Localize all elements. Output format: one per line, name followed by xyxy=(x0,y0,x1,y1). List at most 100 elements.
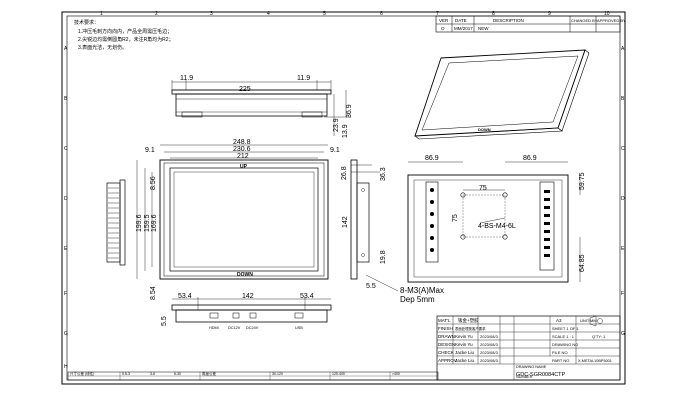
top-view: 11.9 225 11.9 36.9 23.9 13.9 xyxy=(171,75,353,138)
tb-name: Jacke Liu xyxy=(455,350,475,355)
bracket xyxy=(181,111,203,118)
tb-qty: Q'TY: 1 xyxy=(592,334,606,339)
dim-label: 26.8 xyxy=(341,166,348,180)
side-bracket xyxy=(356,182,370,263)
usb-port xyxy=(294,312,304,319)
down-label: DOWN xyxy=(478,127,491,132)
vesa-hole xyxy=(460,192,466,198)
dim-label: 86.9 xyxy=(523,155,537,162)
tb-number-label: NUMBER xyxy=(516,375,533,379)
note-item: 3.表面光洁，无划伤。 xyxy=(78,44,127,51)
zone-number: 1 xyxy=(100,11,103,17)
dc24v-port xyxy=(249,312,257,319)
tb-date: 2023/08/3 xyxy=(480,358,499,363)
revision-header: DESCRIPTION xyxy=(493,18,524,23)
dim-label: 75 xyxy=(452,214,459,222)
revision-header: CHANGED BY xyxy=(571,18,598,23)
tb-scale: SCALE 1 : 1 xyxy=(552,334,575,339)
top-view-body xyxy=(175,93,328,117)
note-item: 2.尖锐边均需倒圆角R2，未注R角均为R2； xyxy=(78,36,174,43)
revision-header: DATE xyxy=(455,18,467,23)
zone-number: 8 xyxy=(492,11,495,17)
tolerance-group: 6-30 xyxy=(174,372,181,376)
isometric-view: DOWN xyxy=(414,49,590,140)
zone-number: 6 xyxy=(380,11,383,17)
dim-label: 11.9 xyxy=(180,75,193,82)
revision-cell: NEW xyxy=(478,26,489,31)
zone-letter: B xyxy=(621,96,625,102)
zone-letter: F xyxy=(64,291,67,297)
inner-frame xyxy=(66,15,621,381)
dim-label: 159.5 xyxy=(144,214,151,232)
tolerance-group: 120-400 xyxy=(332,372,345,376)
port-label: DC24V xyxy=(246,326,259,330)
up-label: UP xyxy=(240,164,248,170)
dim-label: 53.4 xyxy=(300,293,314,300)
matl-label: MAT'L xyxy=(438,318,451,323)
tb-role: APPROV xyxy=(438,358,457,363)
dim-label: 13.9 xyxy=(342,124,349,138)
tb-name: 表面处理按客户要求 xyxy=(455,326,486,331)
dim-label: 5.5 xyxy=(366,283,376,290)
dc12v-port xyxy=(232,312,240,319)
bottom-view-body xyxy=(175,309,328,323)
tb-name: Kevin Yu xyxy=(455,342,473,347)
revision-cell: MM/2017 xyxy=(454,26,473,31)
down-label: DOWN xyxy=(237,272,253,278)
tolerance-table: 尺寸公差 (线性) 角度公差 0.5-3 3-6 6-30 30-120 120… xyxy=(67,371,439,381)
revision-cell: O xyxy=(441,26,445,31)
zone-number: 7 xyxy=(436,11,439,17)
right-io-bracket xyxy=(539,181,555,271)
front-bezel-outer xyxy=(159,159,329,280)
tb-date: 2023/08/3 xyxy=(480,342,499,347)
title-block: MAT'L 钣金+塑胶 FINISH 表面处理按客户要求 DRAWN Kevin… xyxy=(436,315,621,381)
zone-letter: A xyxy=(64,46,68,52)
tolerance-group: 0.5-3 xyxy=(122,372,130,376)
dim-label: 36.9 xyxy=(346,104,353,118)
tolerance-header: 尺寸公差 (线性) xyxy=(70,371,94,376)
dim-label: 36.3 xyxy=(380,167,387,181)
bottom-view: HDMI DC12V DC24V USB 53.4 142 53.4 5.5 xyxy=(161,293,332,330)
tb-name: Kevin Yu xyxy=(455,334,473,339)
holes-callout: 4-BS-M4-6L xyxy=(478,223,516,230)
tb-size: A3 xyxy=(556,318,562,323)
tb-name: Jacke Liu xyxy=(455,358,475,363)
revision-table: VER DATE DESCRIPTION CHANGED BY APPROVED… xyxy=(435,15,626,33)
tolerance-group: >400 xyxy=(392,372,400,376)
notes-title: 技术要求： xyxy=(74,19,99,26)
tb-drawing-no: DRAWING NO xyxy=(552,342,578,347)
screw-note: 8-M3(A)Max xyxy=(400,286,444,295)
port-label: USB xyxy=(295,326,303,330)
zone-letter: D xyxy=(621,196,625,202)
zone-number: 3 xyxy=(210,11,213,17)
dim-label: 9.1 xyxy=(145,147,155,154)
dim-label: 75 xyxy=(479,185,487,192)
dim-label: 199.6 xyxy=(136,214,143,232)
dim-label: 11.9 xyxy=(297,75,310,82)
back-view: 86.9 86.9 75 59.75 75 64.85 4-BS-M4-6L xyxy=(407,155,586,283)
dim-label: 23.9 xyxy=(333,118,340,132)
tolerance-group: 3-6 xyxy=(150,372,155,376)
zone-number: 2 xyxy=(155,11,158,17)
dim-label: 86.9 xyxy=(425,155,439,162)
dim-label: 230.6 xyxy=(233,146,251,153)
dim-label: 9.1 xyxy=(330,147,340,154)
port-label: DC12V xyxy=(228,326,241,330)
zone-number: 4 xyxy=(267,11,270,17)
tb-role: DESIGN xyxy=(438,342,455,347)
side-zone-letters: A B C D E F G H A B C D E F G xyxy=(64,46,625,370)
dim-label: 5.5 xyxy=(161,316,168,326)
back-outer xyxy=(407,174,569,283)
port-label: HDMI xyxy=(209,326,219,330)
dim-label: 53.4 xyxy=(178,293,192,300)
revision-header: VER xyxy=(439,18,449,23)
zone-number: 5 xyxy=(323,11,326,17)
dim-label: 59.75 xyxy=(579,172,586,190)
zone-letter: C xyxy=(64,146,68,152)
revision-header: APPROVED BY xyxy=(597,18,626,23)
screw-note: Dep 5mm xyxy=(400,295,435,304)
projection-symbol-icon xyxy=(597,318,603,324)
left-io-bracket xyxy=(425,181,439,263)
dim-label: 248.8 xyxy=(233,139,251,146)
tb-role: FINISH xyxy=(438,326,453,331)
